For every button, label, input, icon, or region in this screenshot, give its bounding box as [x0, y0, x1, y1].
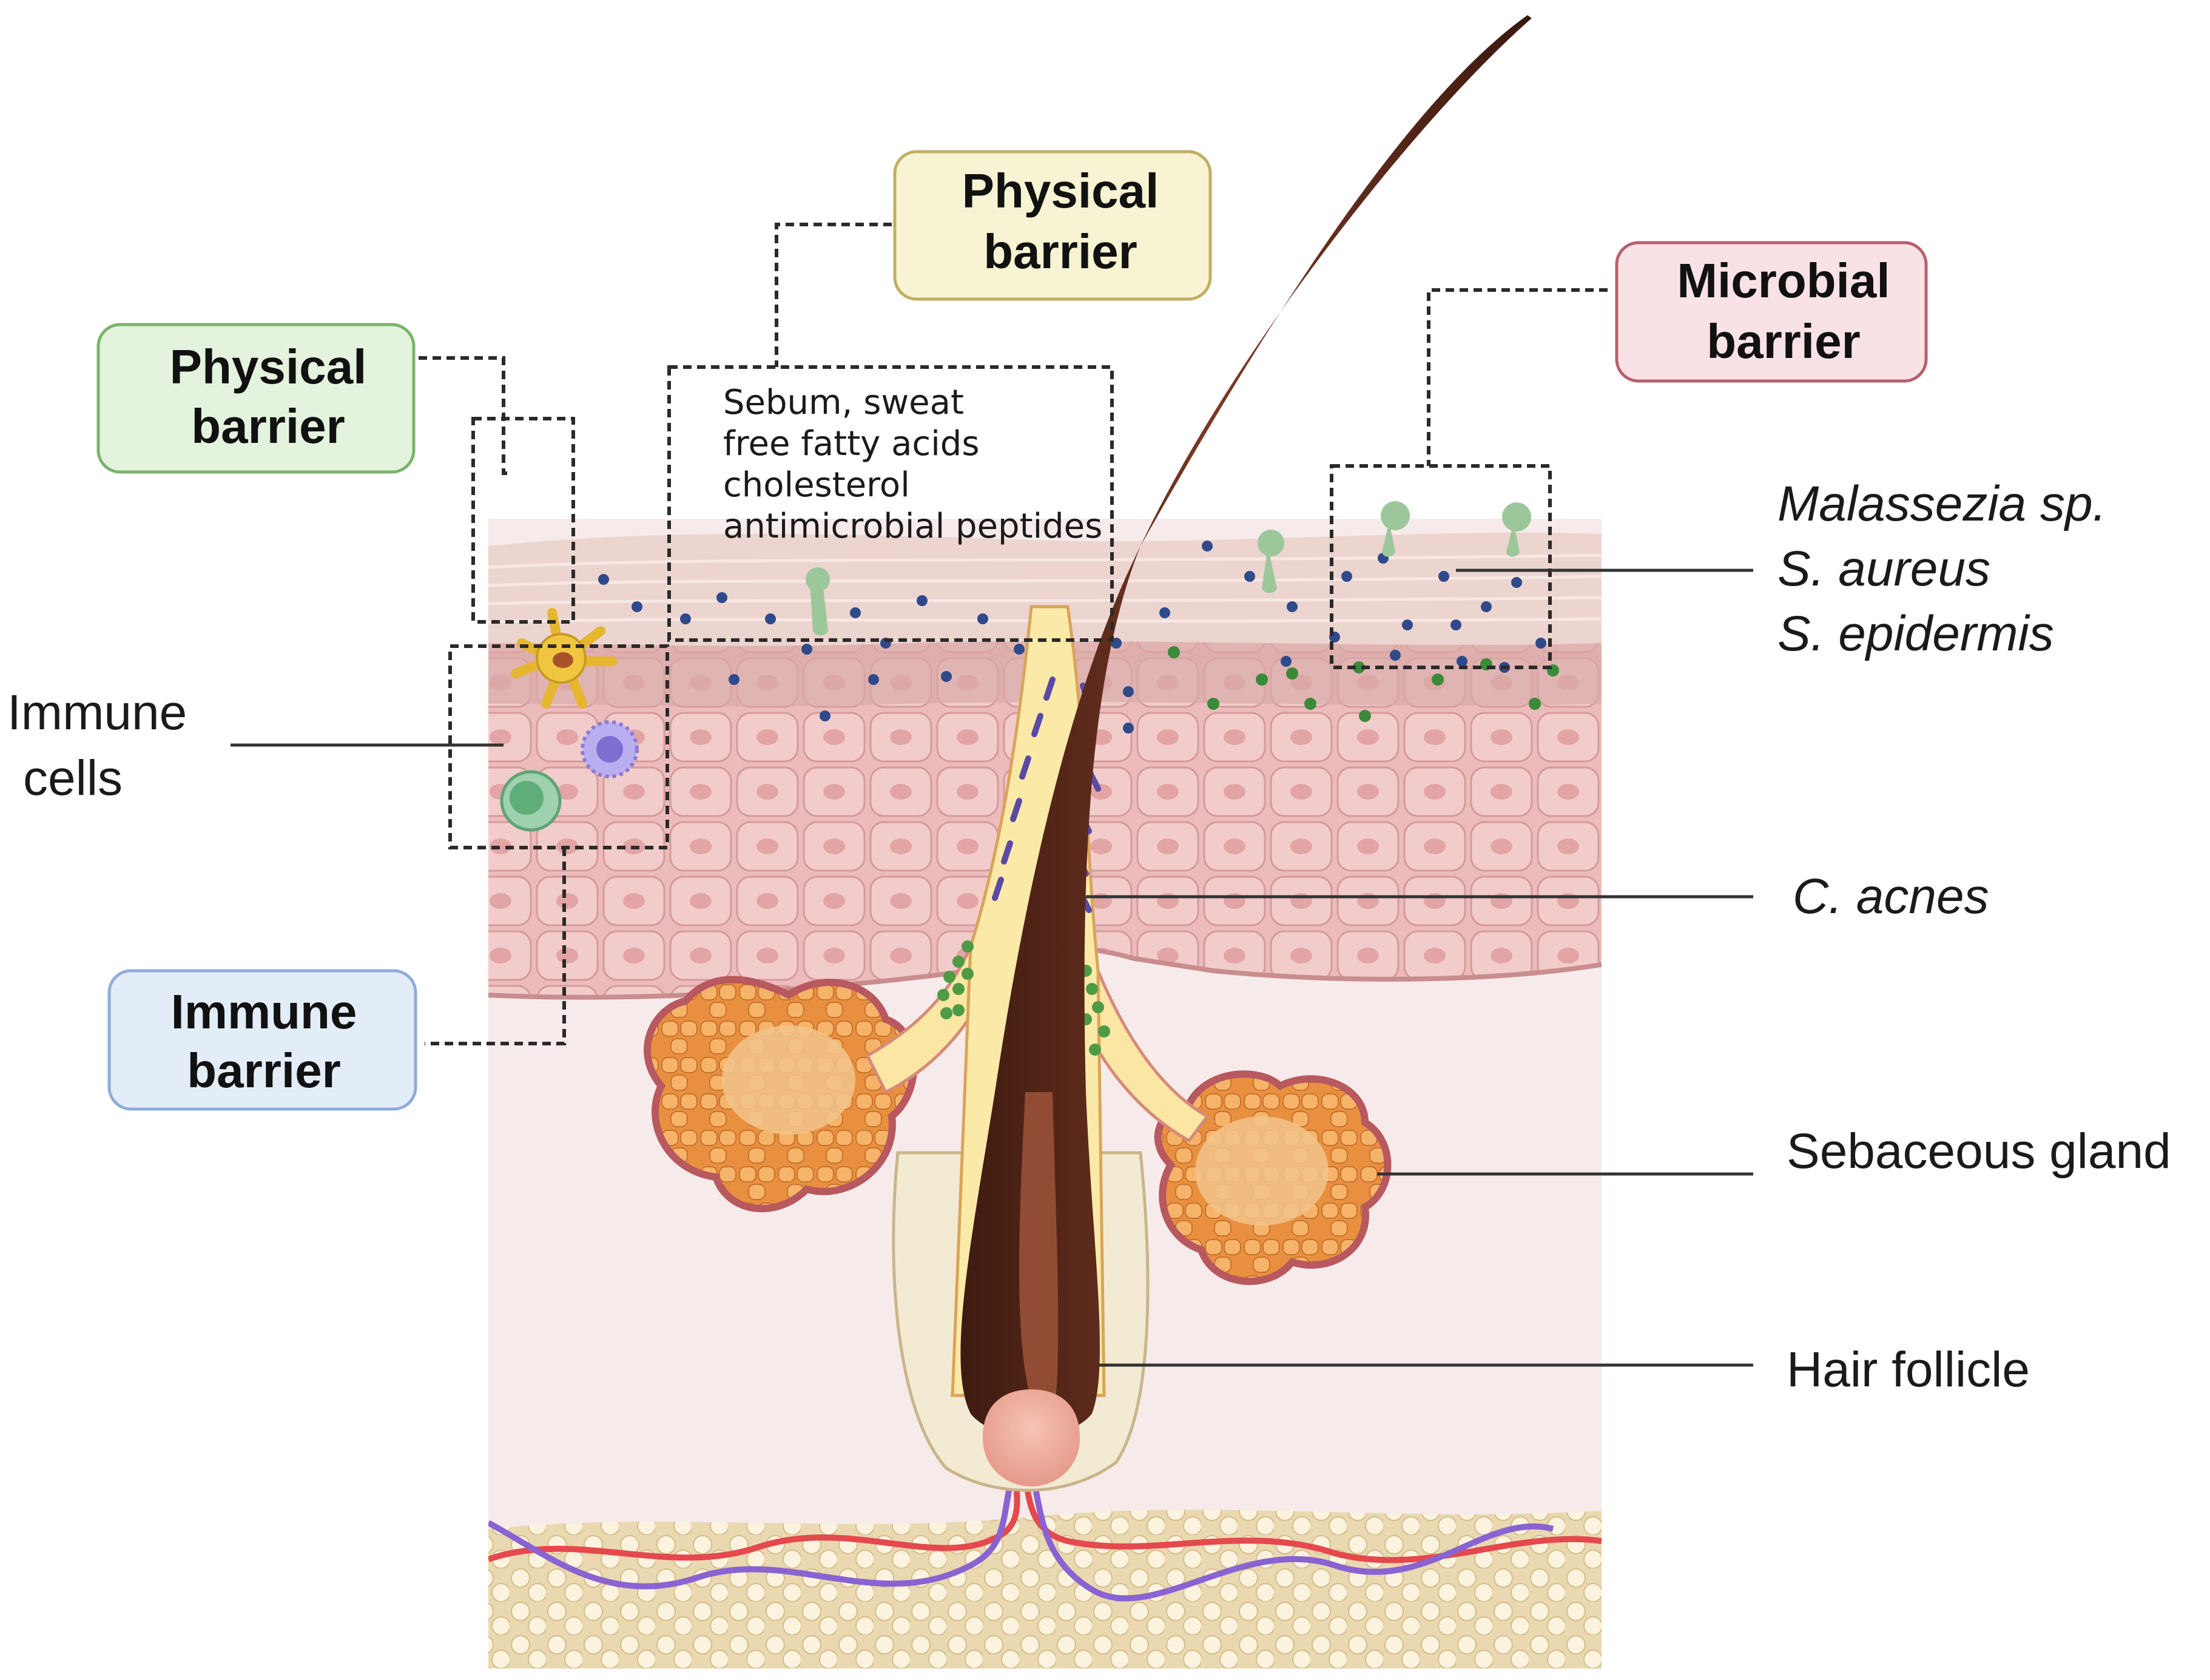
connector-physical-top: [775, 223, 892, 367]
label-s-epidermis: S. epidermis: [1777, 606, 2054, 661]
box-immune-line1: Immune: [171, 985, 357, 1039]
box-immune-bg: [107, 969, 417, 1111]
label-sebaceous-gland: Sebaceous gland: [1787, 1124, 2171, 1179]
box-immune-line2: barrier: [187, 1044, 340, 1098]
box-physical-left-bg: [96, 323, 416, 474]
sebum-note-line4: antimicrobial peptides: [723, 507, 1102, 546]
box-physical-top-line2: barrier: [983, 224, 1137, 278]
malassezia-fungi: [806, 501, 1531, 636]
hair-medulla: [1019, 1092, 1059, 1402]
connector-microbial: [1427, 288, 1608, 466]
box-microbial: Microbial barrier: [1615, 241, 1928, 383]
box-physical-top-bg: [893, 150, 1212, 301]
box-microbial-line2: barrier: [1706, 314, 1860, 368]
dashed-annotations: [419, 223, 1608, 1045]
label-c-acnes: C. acnes: [1793, 869, 1989, 924]
sebum-note: Sebum, sweat free fatty acids cholestero…: [723, 383, 1102, 546]
box-physical-left: Physical barrier: [96, 323, 416, 474]
leader-lines: [231, 568, 1753, 1367]
hair-shaft: [960, 15, 1532, 1437]
surface-bacteria-green: [1168, 646, 1559, 722]
t-cell: [500, 770, 562, 832]
label-s-aureus: S. aureus: [1777, 541, 1990, 596]
sebum-note-line2: free fatty acids: [723, 424, 980, 464]
box-physical-left-line1: Physical: [170, 340, 367, 394]
sebum-note-line3: cholesterol: [723, 465, 910, 505]
connector-immune-barrier: [425, 848, 566, 1045]
box-physical-left-line2: barrier: [191, 399, 345, 453]
sebum-core-left: [722, 1025, 855, 1135]
box-physical-top: Physical barrier: [893, 150, 1212, 301]
connector-physical-left: [419, 356, 510, 475]
sebaceous-glands: [644, 945, 1392, 1285]
label-immune-cells-line1: Immune: [7, 685, 187, 740]
sebum-note-line1: Sebum, sweat: [723, 383, 964, 422]
box-immune: Immune barrier: [107, 969, 417, 1111]
box-physical-top-line1: Physical: [962, 164, 1159, 218]
lymphocyte: [581, 720, 639, 778]
label-malassezia: Malassezia sp.: [1777, 476, 2106, 531]
immune-cells: [500, 608, 639, 832]
region-sebum: [667, 365, 1114, 642]
box-microbial-bg: [1615, 241, 1928, 383]
dendritic-cell: [511, 608, 618, 709]
sebum-core-right: [1195, 1116, 1329, 1226]
label-immune-cells-line2: cells: [23, 751, 123, 806]
dermal-papilla: [983, 1389, 1080, 1486]
c-acnes-clusters: [937, 940, 1110, 1056]
region-physical-left: [471, 417, 575, 624]
label-hair-follicle: Hair follicle: [1787, 1342, 2030, 1397]
box-microbial-line1: Microbial: [1677, 254, 1890, 308]
